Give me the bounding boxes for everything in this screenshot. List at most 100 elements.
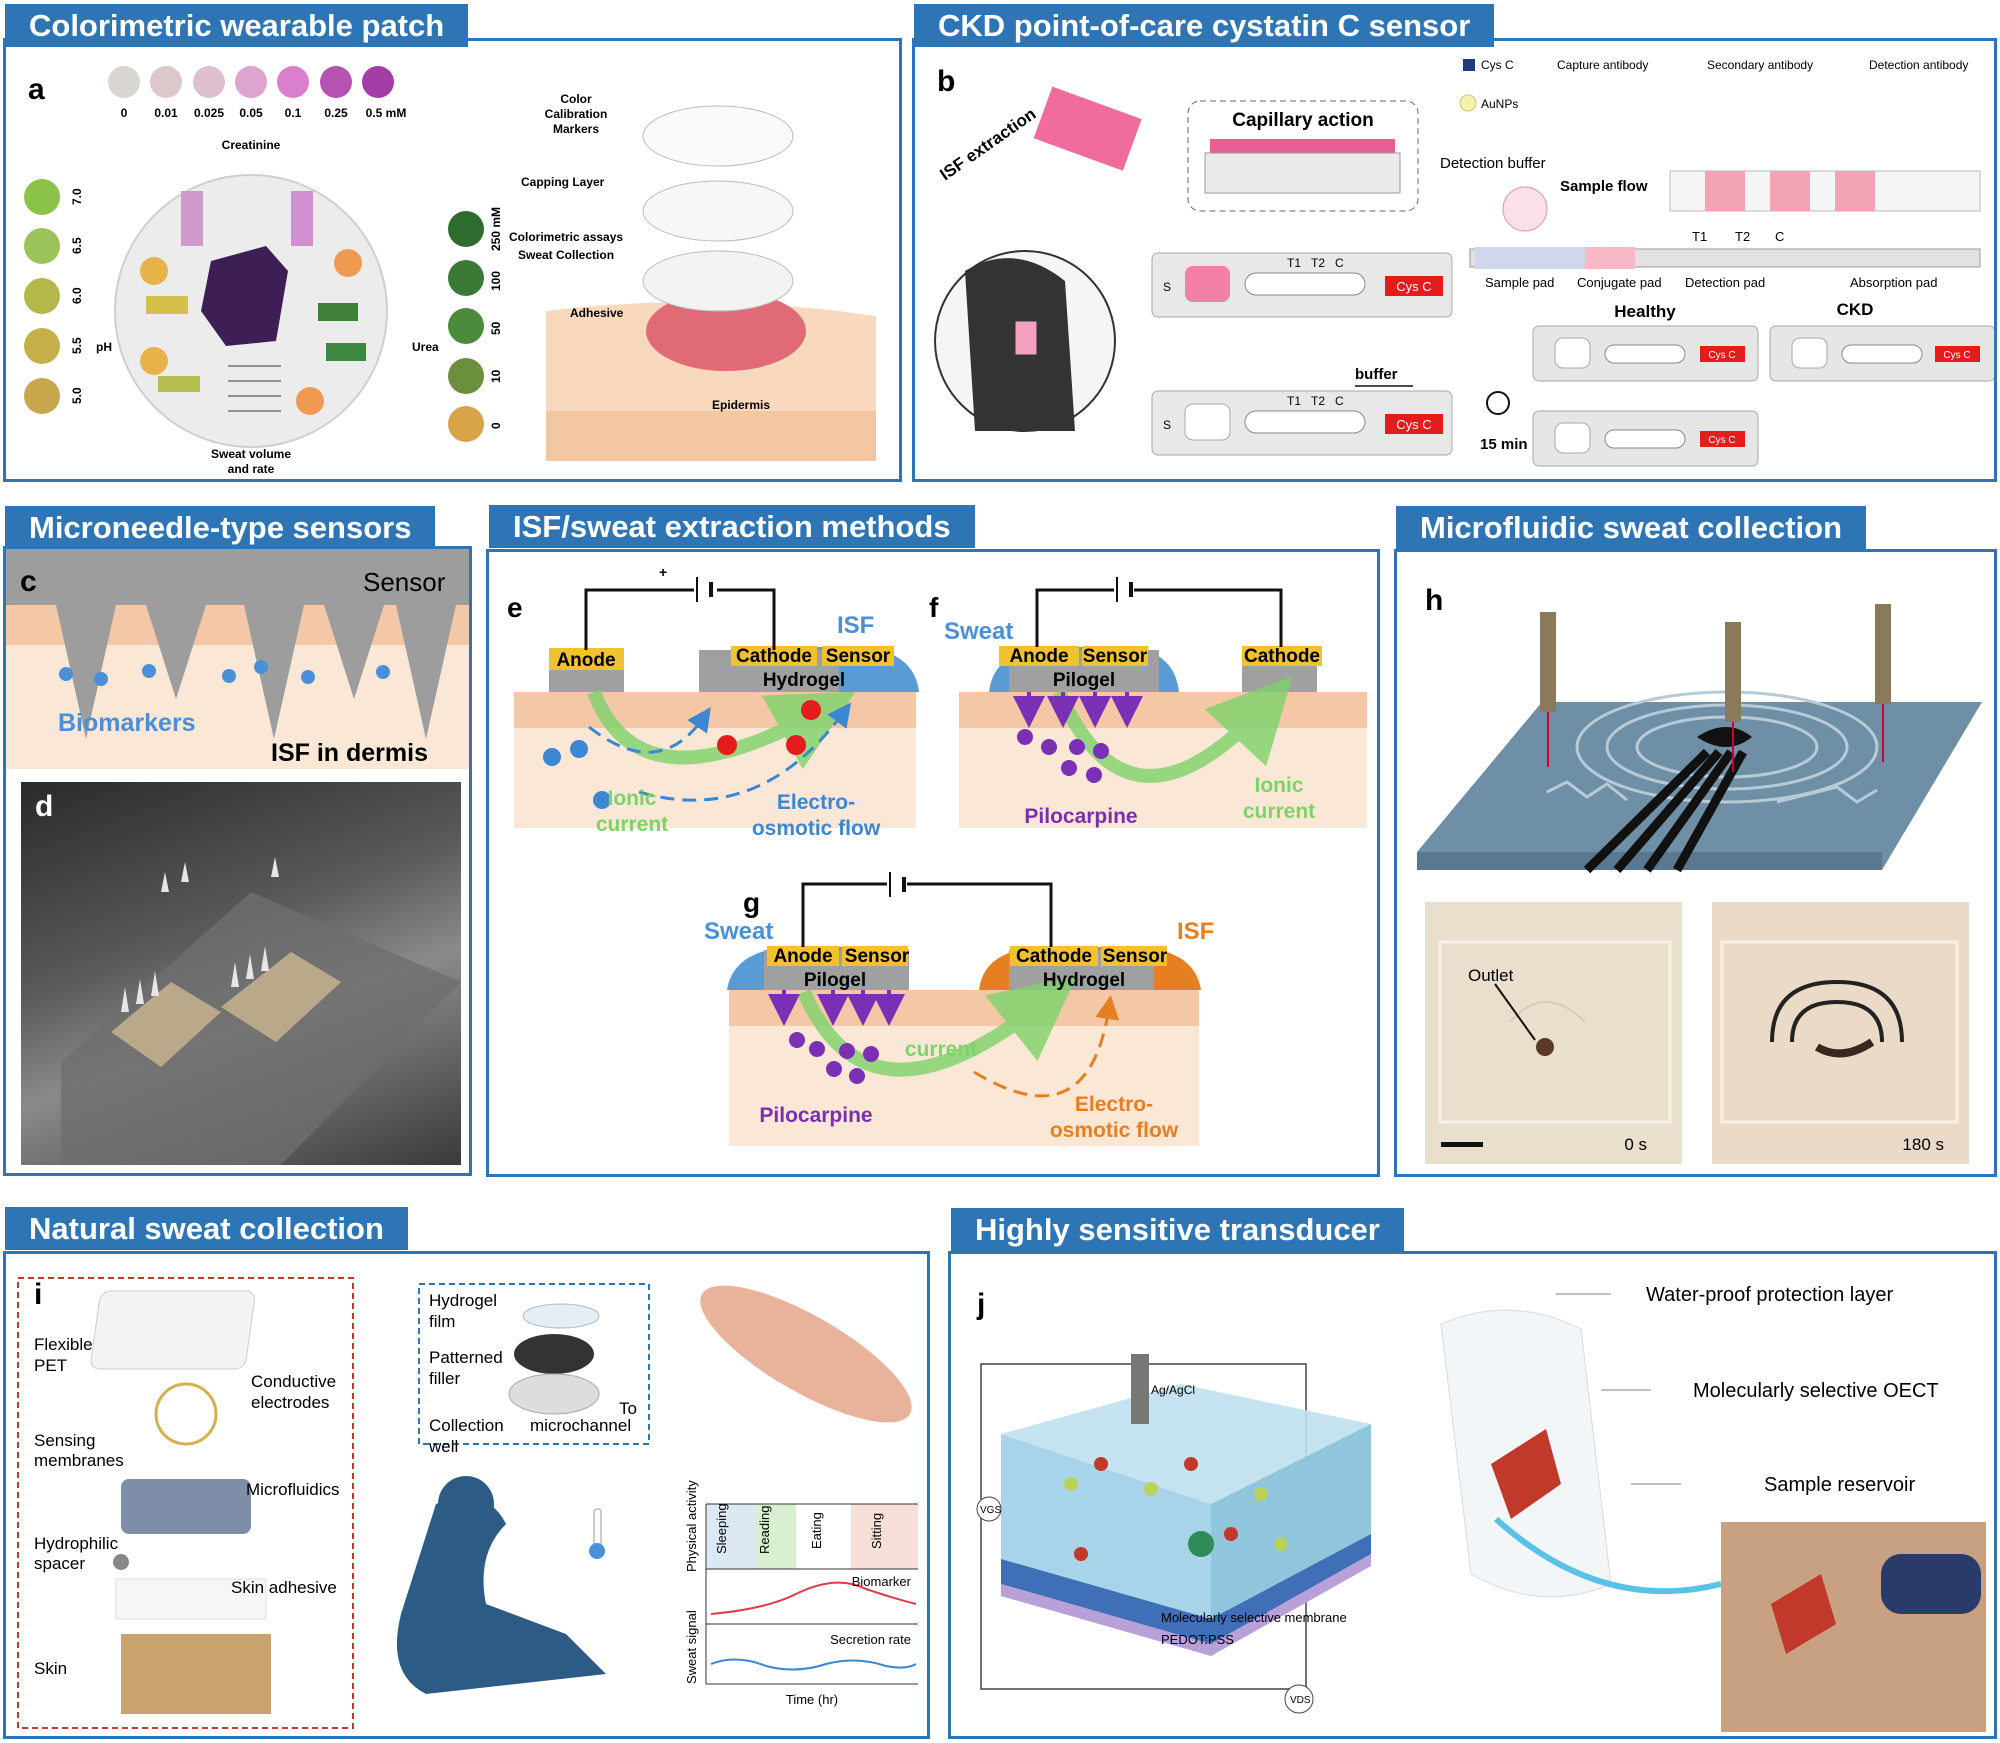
hydrogel-label-e: Hydrogel — [763, 670, 845, 691]
creatinine-swatches — [108, 66, 394, 98]
thermometer-icon — [589, 1543, 605, 1559]
sweat-label-g: Sweat — [704, 918, 773, 945]
microfluidic-panel: h Outlet 0 s — [1394, 549, 1997, 1177]
biomarker-dots — [59, 660, 390, 686]
svg-text:Sensing: Sensing — [34, 1431, 95, 1450]
svg-text:Cys C: Cys C — [1708, 435, 1735, 446]
title-colorimetric: Colorimetric wearable patch — [5, 4, 469, 47]
svg-text:7.0: 7.0 — [70, 188, 84, 205]
probe-needles — [1540, 604, 1891, 772]
svg-text:0: 0 — [489, 422, 503, 429]
svg-text:well: well — [428, 1437, 458, 1456]
membrane-label: Molecularly selective membrane — [1161, 1610, 1347, 1625]
svg-text:Cys C: Cys C — [1481, 58, 1514, 72]
sensor-base — [6, 549, 469, 605]
adhesive-label: Adhesive — [570, 306, 624, 320]
ionic-label-e-1: Ionic — [607, 787, 656, 810]
svg-text:T2: T2 — [1311, 256, 1325, 270]
anode-label-e: Anode — [556, 650, 615, 671]
time-axis: Time (hr) — [786, 1692, 838, 1707]
markers-label-1: Color — [560, 92, 592, 106]
microneedle-photo: d — [21, 782, 461, 1165]
extraction-panel: e Anode Cathode Sensor Hydrogel ISF Ioni… — [486, 549, 1380, 1177]
microneedle-patch — [1033, 86, 1142, 171]
buffer-label: buffer — [1355, 366, 1398, 383]
urea-label: Urea — [412, 340, 439, 354]
label-f: f — [929, 592, 939, 623]
cysc-badge-1: Cys C — [1396, 279, 1431, 294]
activity-chart — [705, 1503, 918, 1685]
eo-label-g-1: Electro- — [1075, 1093, 1153, 1116]
activity-sleeping: Sleeping — [714, 1503, 729, 1554]
svg-text:50: 50 — [489, 321, 503, 335]
sensor-label-e: Sensor — [826, 646, 891, 667]
sensor-label: Sensor — [363, 567, 446, 597]
label-e: e — [507, 592, 523, 623]
svg-text:Capture antibody: Capture antibody — [1557, 58, 1648, 72]
svg-text:AuNPs: AuNPs — [1481, 97, 1518, 111]
diagram-f — [959, 577, 1367, 828]
svg-text:Microfluidics: Microfluidics — [246, 1480, 340, 1499]
svg-text:Conjugate pad: Conjugate pad — [1577, 275, 1662, 290]
ckd-label: CKD — [1837, 300, 1874, 319]
ionic-label-f-2: current — [1243, 800, 1315, 823]
assay-legend: Cys C Capture antibody Secondary antibod… — [1459, 58, 1968, 112]
layer-label-2: Molecularly selective OECT — [1693, 1380, 1939, 1402]
svg-text:Conductive: Conductive — [251, 1372, 336, 1391]
svg-text:Secondary antibody: Secondary antibody — [1707, 58, 1813, 72]
title-ckd: CKD point-of-care cystatin C sensor — [914, 4, 1495, 47]
svg-text:C: C — [1775, 229, 1784, 244]
pilogel-label-g: Pilogel — [804, 970, 866, 991]
svg-text:100: 100 — [489, 271, 503, 291]
sweat-signal-axis: Sweat signal — [684, 1610, 699, 1684]
layer-label-3: Sample reservoir — [1764, 1474, 1916, 1496]
svg-text:electrodes: electrodes — [251, 1393, 329, 1412]
title-microfluidic: Microfluidic sweat collection — [1396, 506, 1867, 549]
urea-swatches — [448, 211, 484, 442]
svg-text:T2: T2 — [1311, 394, 1325, 408]
svg-text:250 mM: 250 mM — [489, 207, 503, 251]
diagram-g — [727, 872, 1201, 1146]
capillary-inset — [1187, 100, 1419, 212]
svg-text:0.01: 0.01 — [154, 106, 178, 120]
svg-text:film: film — [429, 1312, 455, 1331]
urea-values: 250 mM 100 50 10 0 — [489, 207, 503, 429]
hydrogel-label-g: Hydrogel — [1043, 970, 1125, 991]
inset-box — [418, 1283, 650, 1445]
cysc-badge-2: Cys C — [1396, 417, 1431, 432]
person-illustration — [396, 1497, 606, 1694]
svg-text:Flexible: Flexible — [34, 1335, 93, 1354]
s-mark-2: S — [1163, 418, 1171, 432]
agcl-label: Ag/AgCl — [1151, 1383, 1195, 1397]
title-natural: Natural sweat collection — [5, 1207, 408, 1250]
svg-text:microchannel: microchannel — [530, 1416, 631, 1435]
svg-text:Cys C: Cys C — [1943, 350, 1970, 361]
biomarkers-label: Biomarkers — [58, 709, 196, 737]
clock-icon — [1486, 391, 1510, 415]
sweat-photo-0s: Outlet 0 s — [1425, 902, 1682, 1164]
svg-text:Hydrophilic: Hydrophilic — [34, 1534, 119, 1553]
svg-text:To: To — [619, 1399, 637, 1418]
transducer-figure: j Ag/AgCl Molecularly selective membrane… — [976, 1284, 1986, 1732]
anode-label-g: Anode — [773, 946, 832, 967]
label-h: h — [1425, 584, 1443, 617]
sensor-label-f: Sensor — [1083, 646, 1148, 667]
eo-label-e-1: Electro- — [777, 791, 855, 814]
oect-device — [1491, 1429, 1561, 1519]
svg-text:filler: filler — [429, 1369, 461, 1388]
isf-label-g: ISF — [1177, 918, 1214, 945]
svg-text:Patterned: Patterned — [429, 1348, 503, 1367]
cathode-label-g: Cathode — [1016, 946, 1092, 967]
svg-text:T1: T1 — [1287, 256, 1301, 270]
svg-text:5.5: 5.5 — [70, 337, 84, 354]
sweat-label-f: Sweat — [944, 618, 1013, 645]
epidermis-block — [546, 411, 876, 461]
sample-flow-label: Sample flow — [1560, 178, 1648, 195]
pilocarpine-label-g: Pilocarpine — [759, 1104, 872, 1127]
finger-photo — [700, 1285, 912, 1423]
sweat-volume-label: Sweat volume — [211, 447, 291, 461]
creatinine-label: Creatinine — [222, 138, 281, 152]
